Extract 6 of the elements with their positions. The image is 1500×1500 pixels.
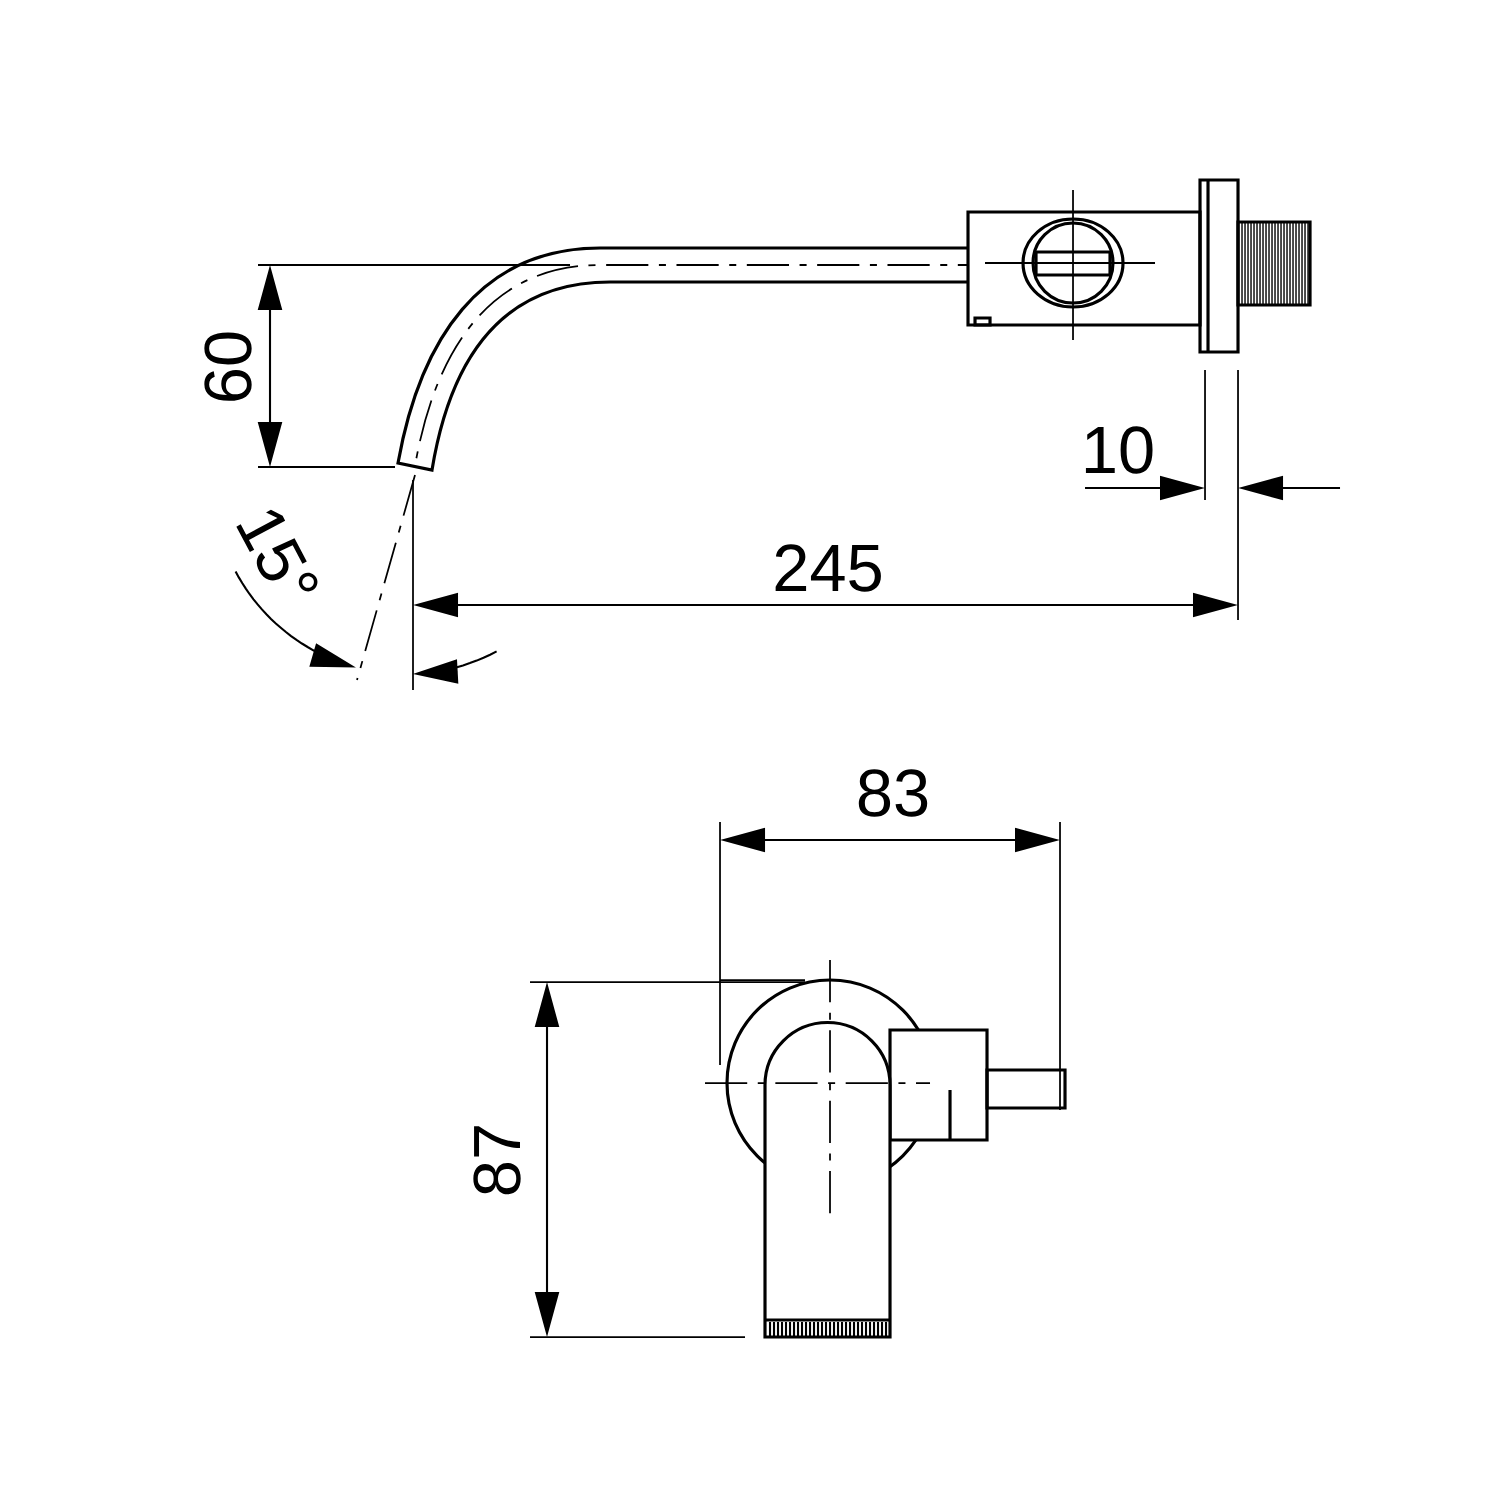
dimension-label: 83 [858, 769, 928, 817]
dimension-label: 60 [204, 332, 252, 401]
dimension-label: 15° [236, 509, 318, 592]
dimension-label: 87 [473, 1126, 521, 1195]
dimension-label: 245 [775, 544, 881, 592]
dimension-label: 10 [1085, 426, 1153, 474]
